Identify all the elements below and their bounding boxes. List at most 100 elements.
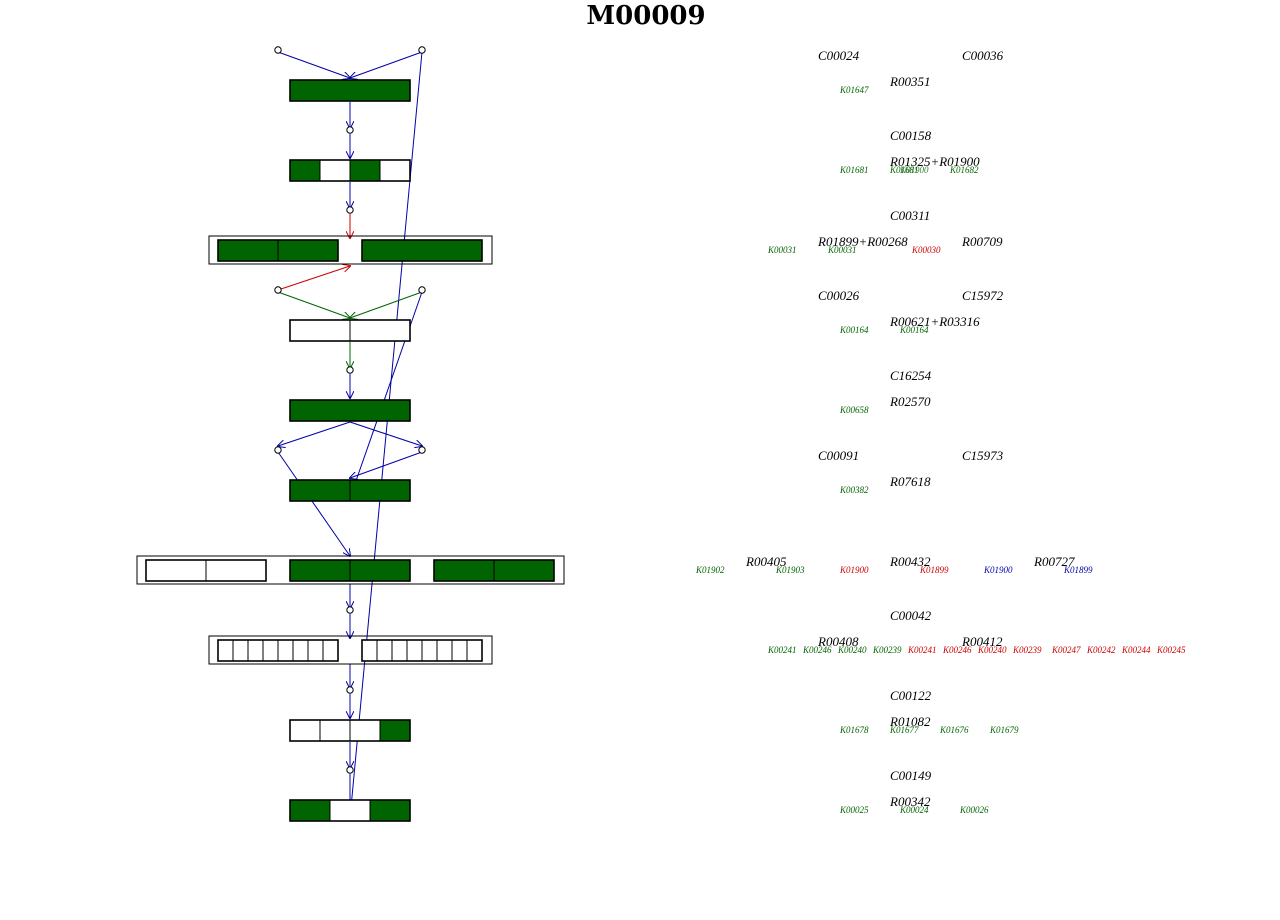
block-cell-empty[interactable] — [289, 719, 321, 742]
block-cell-empty[interactable] — [289, 319, 351, 342]
block-cell-filled[interactable] — [349, 559, 411, 582]
block-cell-empty[interactable] — [451, 639, 468, 662]
block-cell-empty[interactable] — [349, 719, 381, 742]
ko-label[interactable]: K00024 — [899, 805, 929, 815]
compound-node[interactable] — [346, 366, 354, 374]
compound-label[interactable]: C15972 — [962, 288, 1004, 303]
block-cell-empty[interactable] — [421, 639, 438, 662]
block-cell-filled[interactable] — [433, 559, 495, 582]
ko-label[interactable]: K00241 — [767, 645, 797, 655]
compound-label[interactable]: C00149 — [890, 768, 932, 783]
ko-label[interactable]: K01900 — [983, 565, 1013, 575]
reaction-label[interactable]: R00621+R03316 — [889, 314, 980, 329]
block-cell-empty[interactable] — [329, 799, 371, 822]
ko-label[interactable]: K00164 — [839, 325, 869, 335]
ko-label[interactable]: K01676 — [939, 725, 969, 735]
compound-label[interactable]: C15973 — [962, 448, 1004, 463]
block-cell-empty[interactable] — [319, 719, 351, 742]
reaction-label[interactable]: R01899+R00268 — [817, 234, 908, 249]
block-cell-filled[interactable] — [361, 239, 483, 262]
reaction-label[interactable]: R00432 — [889, 554, 931, 569]
ko-label[interactable]: K01903 — [775, 565, 805, 575]
ko-label[interactable]: K00241 — [907, 645, 937, 655]
ko-label[interactable]: K00658 — [839, 405, 869, 415]
ko-label[interactable]: K00246 — [802, 645, 832, 655]
ko-label[interactable]: K01681 — [839, 165, 869, 175]
compound-node[interactable] — [346, 766, 354, 774]
reaction-label[interactable]: R00342 — [889, 794, 931, 809]
block-cell-empty[interactable] — [436, 639, 453, 662]
ko-label[interactable]: K01679 — [989, 725, 1019, 735]
reaction-label[interactable]: R07618 — [889, 474, 931, 489]
block-cell-empty[interactable] — [277, 639, 294, 662]
reaction-label[interactable]: R01325+R01900 — [889, 154, 980, 169]
block-cell-empty[interactable] — [406, 639, 423, 662]
reaction-label[interactable]: R02570 — [889, 394, 931, 409]
ko-label[interactable]: K00382 — [839, 485, 869, 495]
ko-label[interactable]: K00031 — [767, 245, 797, 255]
ko-label[interactable]: K01900 — [899, 165, 929, 175]
compound-label[interactable]: C00036 — [962, 48, 1004, 63]
ko-label[interactable]: K01899 — [1063, 565, 1093, 575]
block-cell-filled[interactable] — [289, 159, 321, 182]
ko-label[interactable]: K00031 — [827, 245, 857, 255]
compound-node[interactable] — [418, 446, 426, 454]
block-cell-filled[interactable] — [379, 719, 411, 742]
block-cell-empty[interactable] — [247, 639, 264, 662]
block-cell-empty[interactable] — [205, 559, 267, 582]
reaction-label[interactable]: R01082 — [889, 714, 931, 729]
ko-label[interactable]: K00164 — [899, 325, 929, 335]
block-cell-filled[interactable] — [289, 79, 411, 102]
block-cell-empty[interactable] — [379, 159, 411, 182]
block-cell-empty[interactable] — [349, 319, 411, 342]
compound-node[interactable] — [418, 286, 426, 294]
ko-label[interactable]: K00026 — [959, 805, 989, 815]
ko-label[interactable]: K00245 — [1156, 645, 1186, 655]
reaction-label[interactable]: R00727 — [1033, 554, 1075, 569]
block-cell-filled[interactable] — [289, 479, 351, 502]
ko-label[interactable]: K01902 — [695, 565, 725, 575]
ko-label[interactable]: K01681 — [889, 165, 919, 175]
ko-label[interactable]: K01647 — [839, 85, 869, 95]
ko-label[interactable]: K01899 — [919, 565, 949, 575]
block-cell-empty[interactable] — [466, 639, 483, 662]
ko-label[interactable]: K01682 — [949, 165, 979, 175]
ko-label[interactable]: K01677 — [889, 725, 919, 735]
compound-node[interactable] — [274, 46, 282, 54]
compound-label[interactable]: C00024 — [818, 48, 860, 63]
compound-label[interactable]: C00026 — [818, 288, 860, 303]
reaction-label[interactable]: R00405 — [745, 554, 787, 569]
block-cell-empty[interactable] — [232, 639, 249, 662]
compound-node[interactable] — [346, 686, 354, 694]
ko-label[interactable]: K00240 — [977, 645, 1007, 655]
block-cell-filled[interactable] — [349, 479, 411, 502]
block-cell-filled[interactable] — [217, 239, 279, 262]
block-cell-empty[interactable] — [322, 639, 339, 662]
block-cell-empty[interactable] — [319, 159, 351, 182]
block-cell-empty[interactable] — [391, 639, 408, 662]
block-cell-empty[interactable] — [217, 639, 234, 662]
compound-node[interactable] — [274, 286, 282, 294]
compound-node[interactable] — [346, 126, 354, 134]
block-cell-filled[interactable] — [289, 559, 351, 582]
ko-label[interactable]: K00025 — [839, 805, 869, 815]
ko-label[interactable]: K00246 — [942, 645, 972, 655]
block-cell-filled[interactable] — [349, 159, 381, 182]
ko-label[interactable]: K00239 — [872, 645, 902, 655]
reaction-label[interactable]: R00709 — [961, 234, 1003, 249]
ko-label[interactable]: K00239 — [1012, 645, 1042, 655]
reaction-label[interactable]: R00351 — [889, 74, 930, 89]
compound-node[interactable] — [346, 206, 354, 214]
block-cell-empty[interactable] — [307, 639, 324, 662]
ko-label[interactable]: K00242 — [1086, 645, 1116, 655]
ko-label[interactable]: K01678 — [839, 725, 869, 735]
compound-node[interactable] — [418, 46, 426, 54]
block-cell-empty[interactable] — [292, 639, 309, 662]
compound-label[interactable]: C00091 — [818, 448, 859, 463]
block-cell-empty[interactable] — [376, 639, 393, 662]
compound-label[interactable]: C00311 — [890, 208, 930, 223]
ko-label[interactable]: K00247 — [1051, 645, 1081, 655]
compound-label[interactable]: C00042 — [890, 608, 932, 623]
ko-label[interactable]: K00240 — [837, 645, 867, 655]
compound-label[interactable]: C16254 — [890, 368, 932, 383]
